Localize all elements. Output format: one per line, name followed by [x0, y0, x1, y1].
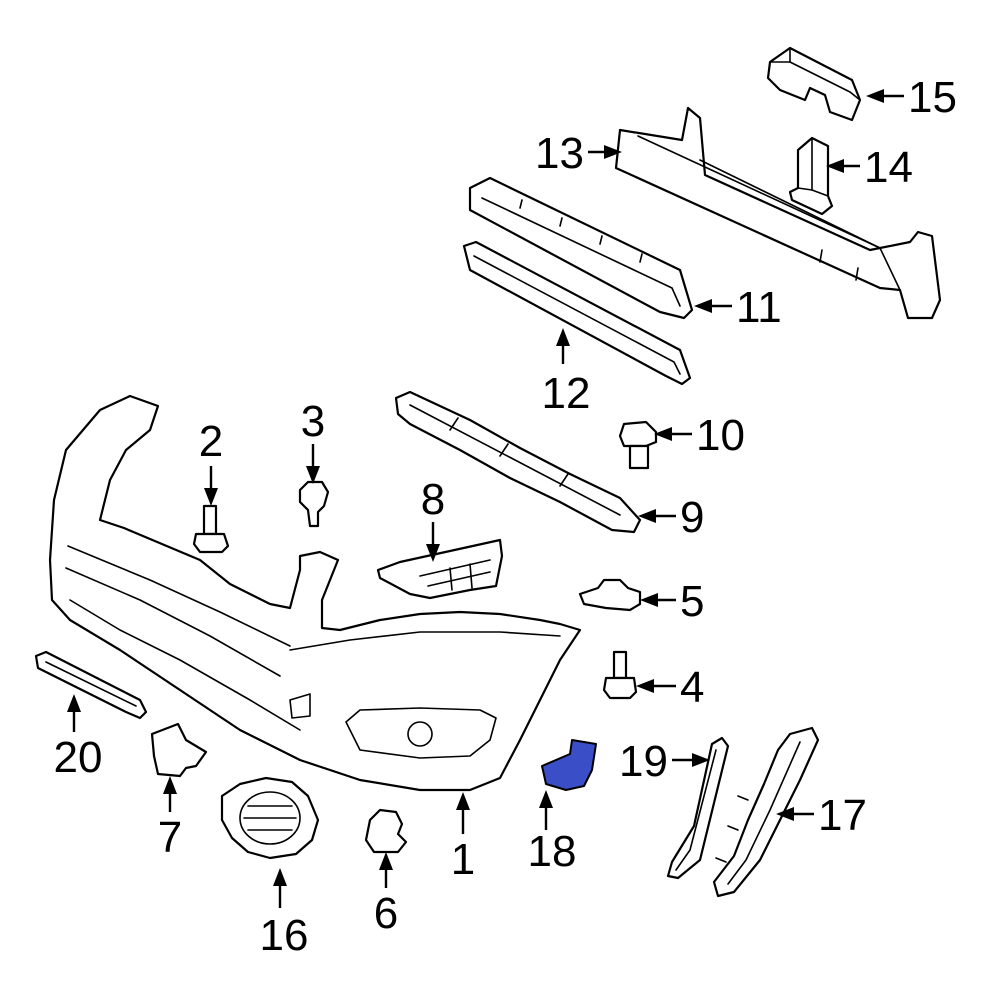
part-2-bolt[interactable] — [192, 504, 230, 554]
part-3-clip[interactable] — [298, 480, 330, 528]
callout-5: 5 — [680, 577, 704, 626]
part-17-bracket[interactable] — [712, 726, 820, 898]
part-7-bracket[interactable] — [150, 722, 208, 778]
part-10-bolt[interactable] — [618, 420, 658, 470]
callout-3: 3 — [301, 397, 325, 446]
part-8-bracket[interactable] — [376, 538, 504, 600]
part-15-bracket[interactable] — [766, 46, 862, 122]
part-12-lower-grille[interactable] — [462, 240, 692, 386]
callout-10: 10 — [696, 411, 745, 460]
callout-9: 9 — [680, 493, 704, 542]
callout-14: 14 — [864, 143, 913, 192]
part-9-absorber[interactable] — [394, 390, 642, 534]
callout-18: 18 — [528, 827, 577, 876]
part-5-clip[interactable] — [578, 578, 642, 612]
part-4-bolt[interactable] — [602, 650, 638, 700]
callout-12: 12 — [542, 369, 591, 418]
callout-2: 2 — [199, 417, 223, 466]
callout-13: 13 — [535, 129, 584, 178]
callout-11: 11 — [736, 283, 782, 332]
part-13-reinforcement[interactable] — [614, 106, 942, 320]
callout-19: 19 — [619, 737, 668, 786]
part-11-grille[interactable] — [468, 176, 694, 320]
part-19-strip[interactable] — [666, 736, 730, 880]
callout-8: 8 — [421, 475, 445, 524]
callout-17: 17 — [818, 791, 867, 840]
part-1-bumper-cover[interactable] — [48, 394, 582, 792]
part-20-molding[interactable] — [34, 650, 148, 720]
callout-4: 4 — [680, 663, 704, 712]
callout-1: 1 — [451, 835, 475, 884]
callout-15: 15 — [908, 73, 957, 122]
part-16-bezel[interactable] — [220, 776, 320, 860]
part-18-bracket-highlighted[interactable] — [541, 739, 597, 791]
callout-7: 7 — [158, 813, 182, 862]
callout-6: 6 — [374, 889, 398, 938]
part-14-bracket[interactable] — [788, 136, 834, 216]
callout-20: 20 — [54, 733, 103, 782]
callout-16: 16 — [260, 911, 309, 960]
part-6-clip[interactable] — [364, 808, 408, 854]
